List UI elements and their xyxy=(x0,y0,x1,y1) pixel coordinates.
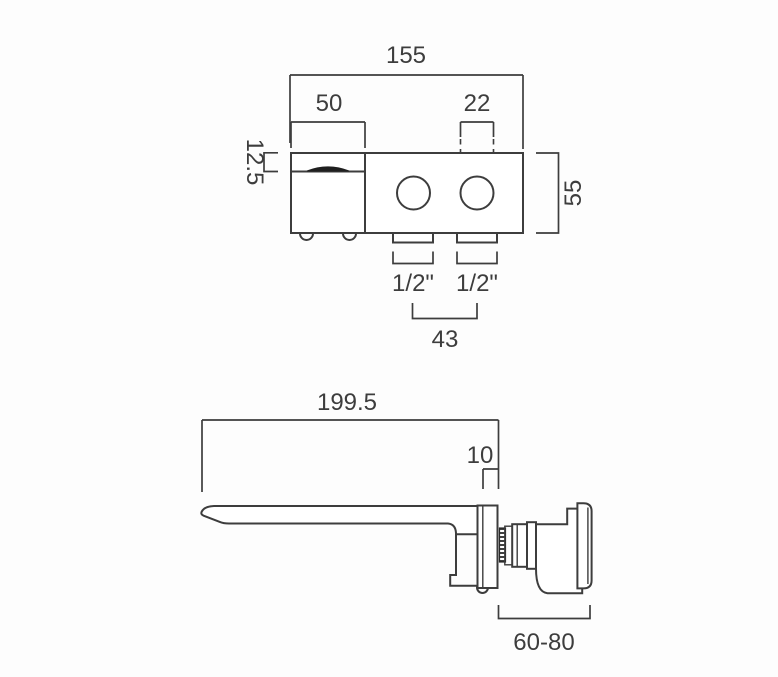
right-inlet-stub xyxy=(456,232,498,244)
side-view: 199.5 10 60-80 xyxy=(200,389,593,656)
dim-label-slot-offset: 12.5 xyxy=(241,139,268,186)
dim-label-right-connection: 1/2" xyxy=(456,270,498,297)
dim-label-spout-reach: 199.5 xyxy=(317,389,377,416)
right-control-knob xyxy=(459,175,495,211)
dim-line-left-connection xyxy=(392,251,434,265)
cartridge-ring xyxy=(526,521,537,570)
dim-line-control-diameter xyxy=(459,121,495,137)
wall-plate xyxy=(476,504,499,589)
dim-label-overall-width: 155 xyxy=(386,42,426,69)
dim-line-plate-thickness xyxy=(482,468,499,489)
dim-line-slot-offset xyxy=(263,151,278,173)
top-view: 155 50 22 12.5 55 1/2" 1/2" xyxy=(241,42,587,353)
dim-label-body-height: 55 xyxy=(560,180,587,207)
dim-label-plate-thickness: 10 xyxy=(467,442,494,469)
dim-line-body-height xyxy=(536,152,560,234)
dim-label-left-connection: 1/2" xyxy=(392,270,434,297)
dim-label-rough-in: 60-80 xyxy=(513,629,574,656)
dim-line-connection-spacing xyxy=(411,303,478,320)
spout-blade xyxy=(200,505,484,536)
dim-line-spout-section xyxy=(290,121,366,148)
dim-label-spout-section: 50 xyxy=(316,90,343,117)
union-nut xyxy=(511,523,529,568)
dim-label-control-diameter: 22 xyxy=(464,90,491,117)
concealed-valve-body xyxy=(535,507,584,595)
dim-line-spout-reach xyxy=(201,419,500,492)
dim-line-overall-width xyxy=(289,74,524,149)
left-control-knob xyxy=(396,175,431,211)
spout-outlet-slot xyxy=(306,166,350,172)
spout-mount-block xyxy=(449,534,478,587)
dim-line-rough-in xyxy=(497,605,591,620)
left-inlet-stub xyxy=(392,232,434,244)
rear-wall-flange xyxy=(576,502,593,590)
dim-line-right-connection xyxy=(456,251,498,265)
dim-label-connection-spacing: 43 xyxy=(432,326,459,353)
